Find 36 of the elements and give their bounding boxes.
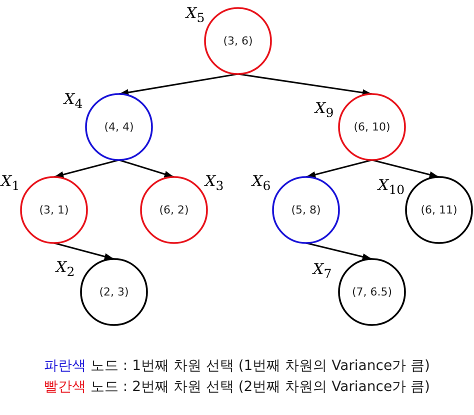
point-coordinates: (6, 11) (420, 204, 458, 216)
node-name: X$_{10}$ (378, 178, 405, 196)
arrow (54, 159, 120, 178)
tree-node-circle (338, 93, 406, 161)
arrow (54, 242, 114, 260)
tree-node-circle (338, 258, 406, 326)
arrow (372, 159, 440, 178)
tree-node-circle (80, 258, 148, 326)
arrow (118, 159, 174, 178)
node-name: X$_{9}$ (315, 101, 334, 120)
point-coordinates: (7, 6.5) (350, 286, 394, 298)
point-coordinates: (2, 3) (98, 286, 130, 298)
arrow (238, 73, 372, 96)
tree-node-circle (20, 176, 88, 244)
point-coordinates: (4, 4) (103, 120, 135, 134)
point-coordinates: (6, 2) (158, 204, 190, 216)
node-name: X$_{7}$ (313, 262, 332, 280)
tree-node-circle (405, 176, 473, 244)
node-name: X$_{6}$ (252, 174, 271, 192)
node-name: X$_{5}$ (186, 6, 205, 24)
legend-text: 파란색 노드 : 1번째 차원 선택 (1번째 차원의 Variance가 큼) (43, 357, 431, 375)
node-name: X$_{3}$ (205, 174, 224, 192)
arrow (306, 242, 372, 260)
point-coordinates: (5, 8) (290, 204, 322, 216)
node-name: X$_{1}$ (1, 174, 20, 192)
point-coordinates: (3, 1) (38, 204, 70, 216)
node-name: X$_{4}$ (64, 92, 83, 110)
node-name: X$_{2}$ (56, 260, 75, 278)
legend-text: 빨간색 노드 : 2번째 차원 선택 (2번째 차원의 Variance가 큼) (43, 378, 431, 396)
arrow (306, 159, 372, 178)
point-coordinates: (3, 6) (222, 34, 254, 48)
tree-node-circle (85, 93, 153, 161)
tree-node-circle (204, 7, 272, 75)
point-coordinates: (6, 10) (352, 120, 392, 134)
tree-node-circle (272, 176, 340, 244)
arrow (118, 73, 238, 96)
